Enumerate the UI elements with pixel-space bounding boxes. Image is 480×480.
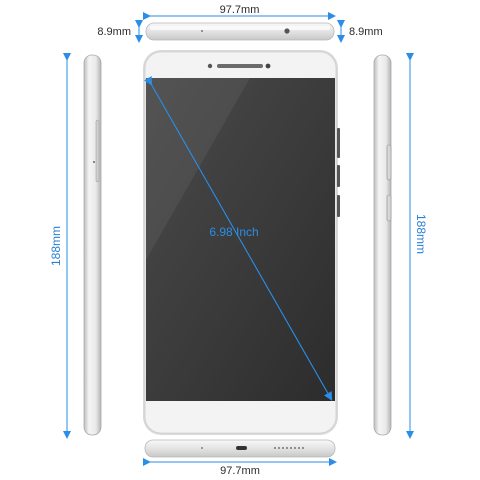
- earpiece-icon: [217, 64, 263, 68]
- right-thickness-label: 8.9mm: [349, 26, 383, 38]
- top-width-label: 97.7mm: [220, 4, 260, 16]
- right-thickness-dimension: 8.9mm: [337, 20, 383, 43]
- power-button-icon: [386, 194, 392, 222]
- microphone-hole-icon: [201, 30, 203, 32]
- phone-right-side-view: [373, 54, 392, 436]
- phone-left-side-view: [83, 54, 102, 436]
- right-height-dimension: 188mm: [406, 53, 428, 439]
- left-height-label: 188mm: [49, 226, 63, 266]
- phone-bottom-edge-view: [144, 439, 336, 458]
- left-thickness-label: 8.9mm: [97, 26, 131, 38]
- volume-button-icon: [386, 144, 392, 181]
- headphone-jack-icon: [284, 28, 290, 34]
- speaker-grille-icon: [274, 447, 304, 449]
- top-width-dimension: 97.7mm: [143, 4, 336, 20]
- left-thickness-dimension: 8.9mm: [97, 20, 143, 43]
- sim-tray-icon: [95, 119, 100, 183]
- screen-diagonal-label: 6.98 Inch: [209, 225, 258, 239]
- screen-diagonal-dimension: 6.98 Inch: [143, 75, 333, 401]
- sensor-icon: [265, 63, 271, 69]
- phone-top-edge-view: [145, 22, 335, 41]
- usb-port-icon: [236, 446, 247, 450]
- left-height-dimension: 188mm: [49, 53, 71, 439]
- bottom-width-dimension: 97.7mm: [143, 458, 337, 477]
- right-height-label: 188mm: [414, 214, 428, 254]
- front-camera-icon: [207, 63, 213, 69]
- bottom-width-label: 97.7mm: [220, 465, 260, 477]
